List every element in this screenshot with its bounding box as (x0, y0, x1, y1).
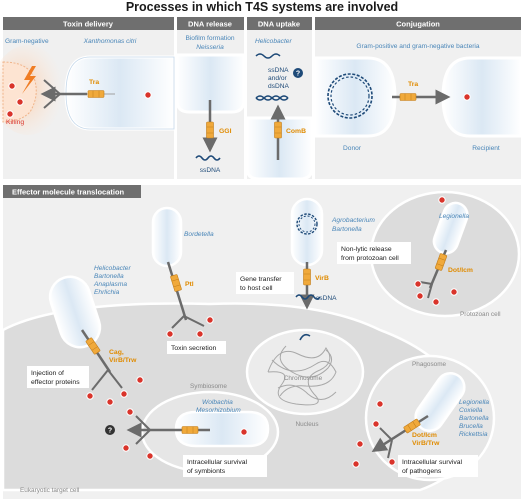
nucleus-label: Nucleus (295, 421, 318, 428)
question-icon-uptake (293, 68, 303, 78)
gene-transfer-1: Gene transfer (240, 276, 282, 283)
injection-2: effector proteins (31, 379, 80, 386)
hel-list-2: Bartonella (94, 273, 124, 280)
donor-label: Donor (343, 145, 362, 152)
panel-conjugation: Conjugation Gram-positive and gram-negat… (313, 17, 523, 179)
question-text-uptake: ? (296, 71, 300, 78)
tra-label-toxin: Tra (89, 79, 99, 86)
chromosome-tangle (267, 345, 337, 406)
path-list-4: Brucella (459, 423, 483, 430)
hel-list-1: Helicobacter (94, 265, 131, 272)
dna-uptake-header: DNA uptake (258, 20, 300, 29)
symbiosome-label: Symbiosome (190, 383, 227, 390)
effector-header: Effector molecule translocation (12, 188, 125, 197)
lightning-icon (22, 66, 36, 94)
path-list-1: Legionella (459, 399, 489, 406)
ssdna-label-release: ssDNA (200, 167, 221, 174)
eukaryotic-label: Eukaryotic target cell (20, 487, 79, 494)
cag-label-2: VirB/Trw (109, 357, 137, 364)
xanthomonas-label: Xanthomonas citri (83, 38, 137, 45)
chromosome-label: Chromosome (284, 375, 323, 382)
comb-label: ComB (286, 128, 306, 135)
toxin-delivery-header: Toxin delivery (63, 20, 114, 29)
ptl-label: Ptl (185, 281, 194, 288)
pathogens-2: of pathogens (402, 468, 442, 475)
gram-negative-label: Gram-negative (5, 38, 49, 45)
dna-release-header: DNA release (188, 20, 232, 29)
hel-list-3: Anaplasma (93, 281, 127, 288)
wolbachia-label: Wolbachia (202, 399, 233, 406)
nonlytic-1: Non-lytic release (341, 246, 392, 253)
virb-label: VirB (315, 275, 329, 282)
symbiont-2: of symbionts (187, 468, 226, 475)
helicobacter-label: Helicobacter (255, 38, 292, 45)
protozoan-label: Protozoan cell (460, 311, 501, 318)
agro-label-1: Agrobacterium (331, 217, 375, 224)
tra-label-conj: Tra (408, 81, 418, 88)
panel-dna-release: DNA release Biofilm formation Neisseria … (175, 17, 246, 179)
panel-toxin-delivery: Toxin delivery Gram-negative Xanthomonas… (0, 17, 176, 179)
dot-label-1: Dot/Icm (412, 432, 437, 439)
legionella-protozoan: Legionella (439, 213, 469, 220)
phagosome-label: Phagosome (412, 361, 447, 368)
panel-dna-uptake: DNA uptake Helicobacter ssDNA and/or dsD… (245, 17, 314, 181)
conjugation-header: Conjugation (396, 20, 440, 29)
uptake-ssdna: ssDNA (268, 67, 289, 74)
dot-label-2: VirB/Trw (412, 440, 440, 447)
ssdna-strand-release (195, 155, 221, 161)
panel-effector: Effector molecule translocation Eukaryot… (1, 185, 521, 499)
diagram-title: Processes in which T4S systems are invol… (126, 0, 398, 14)
doticm-protozoan: Dot/Icm (448, 267, 473, 274)
conjugation-subtitle: Gram-positive and gram-negative bacteria (356, 43, 479, 50)
gene-transfer-2: to host cell (240, 285, 273, 292)
nucleus (245, 328, 365, 416)
question-text-symbiont: ? (108, 428, 112, 435)
hel-list-4: Ehrlichia (94, 289, 120, 296)
agro-label-2: Bartonella (332, 226, 362, 233)
question-icon-symbiont (105, 425, 115, 435)
uptake-dsdna: dsDNA (268, 83, 289, 90)
dna-strand-1 (255, 53, 281, 59)
path-list-2: Coxiella (459, 407, 483, 414)
path-list-5: Rickettsia (459, 431, 488, 438)
pathogens-1: Intracellular survival (402, 459, 463, 466)
plasmid-icon (327, 73, 373, 119)
biofilm-label: Biofilm formation (185, 35, 234, 42)
symbiont-1: Intracellular survival (187, 459, 248, 466)
ssdna-effector: ssDNA (316, 295, 337, 302)
nonlytic-2: from protozoan cell (341, 255, 399, 262)
ggi-label: GGI (219, 128, 232, 135)
killing-label: Killing (6, 119, 24, 126)
toxin-secretion-label: Toxin secretion (171, 345, 217, 352)
recipient-label: Recipient (472, 145, 500, 152)
path-list-3: Bartonella (459, 415, 489, 422)
mesorhizobium-label: Mesorhizobium (196, 407, 241, 414)
injection-1: Injection of (31, 370, 64, 377)
neisseria-label: Neisseria (196, 44, 224, 51)
uptake-andor: and/or (268, 75, 288, 82)
bordetella-label: Bordetella (184, 231, 214, 238)
cag-label-1: Cag, (109, 349, 124, 356)
